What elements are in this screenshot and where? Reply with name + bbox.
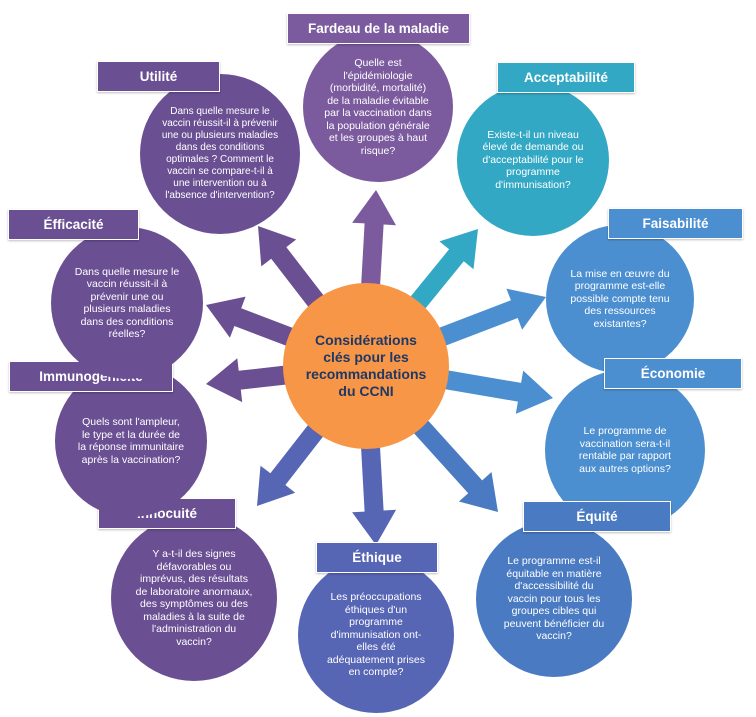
center-circle: Considérations clés pour les recommandat… <box>283 283 449 449</box>
label-equite: Équité <box>523 501 671 532</box>
circle-equite: Le programme est-il équitable en matière… <box>476 521 632 677</box>
label-fardeau: Fardeau de la maladie <box>287 13 470 44</box>
circle-innocuite: Y a-t-il des signes défavorables ou impr… <box>111 515 277 681</box>
circle-acceptabilite-text: Existe-t-il un niveau élevé de demande o… <box>482 128 584 191</box>
arrow-innocuite <box>257 423 325 506</box>
label-economie-text: Économie <box>640 366 706 381</box>
label-acceptabilite-text: Acceptabilité <box>523 70 609 85</box>
circle-fardeau: Quelle est l'épidémiologie (morbidité, m… <box>303 32 453 182</box>
circle-ethique: Les préoccupations éthiques d'un program… <box>298 557 454 713</box>
arrow-ethique <box>352 445 397 545</box>
label-ethique: Éthique <box>316 542 438 573</box>
arrow-equite <box>412 419 498 512</box>
arrow-acceptabilite <box>409 229 478 311</box>
label-equite-text: Équité <box>576 509 618 524</box>
circle-acceptabilite: Existe-t-il un niveau élevé de demande o… <box>457 84 609 236</box>
circle-innocuite-text: Y a-t-il des signes défavorables ou impr… <box>135 548 253 648</box>
circle-efficacite: Dans quelle mesure le vaccin réussit-il … <box>51 227 203 379</box>
label-fardeau-text: Fardeau de la maladie <box>307 21 450 36</box>
arrow-fardeau <box>352 190 396 287</box>
circle-economie-text: Le programme de vaccination sera-t-il re… <box>578 425 672 475</box>
circle-immunogenicite-text: Quels sont l'ampleur, le type et la duré… <box>77 416 185 466</box>
circle-faisabilite: La mise en œuvre du programme est-elle p… <box>546 225 694 373</box>
circle-ethique-text: Les préoccupations éthiques d'un program… <box>326 591 426 679</box>
arrow-immunogenicite <box>206 358 288 403</box>
label-ethique-text: Éthique <box>352 550 402 565</box>
circle-utilite-text: Dans quelle mesure le vaccin réussit-il … <box>161 106 279 201</box>
center-text: Considérations clés pour les recommandat… <box>305 332 427 399</box>
circle-equite-text: Le programme est-il équitable en matière… <box>503 555 605 643</box>
circle-faisabilite-text: La mise en œuvre du programme est-elle p… <box>570 267 670 330</box>
arrow-economie <box>443 370 553 414</box>
label-utilite: Utilité <box>97 61 220 92</box>
label-economie: Économie <box>604 358 742 389</box>
label-acceptabilite: Acceptabilité <box>497 62 635 93</box>
circle-utilite: Dans quelle mesure le vaccin réussit-il … <box>140 74 300 234</box>
label-faisabilite: Faisabilité <box>608 208 743 239</box>
circle-efficacite-text: Dans quelle mesure le vaccin réussit-il … <box>74 265 180 341</box>
arrow-utilite <box>258 226 325 309</box>
label-efficacite-text: Éfficacité <box>43 217 104 232</box>
arrow-faisabilite <box>437 288 546 347</box>
arrow-efficacite <box>206 296 295 347</box>
circle-fardeau-text: Quelle est l'épidémiologie (morbidité, m… <box>324 57 432 157</box>
label-efficacite: Éfficacité <box>8 209 139 240</box>
label-utilite-text: Utilité <box>139 69 178 84</box>
label-faisabilite-text: Faisabilité <box>642 216 709 231</box>
